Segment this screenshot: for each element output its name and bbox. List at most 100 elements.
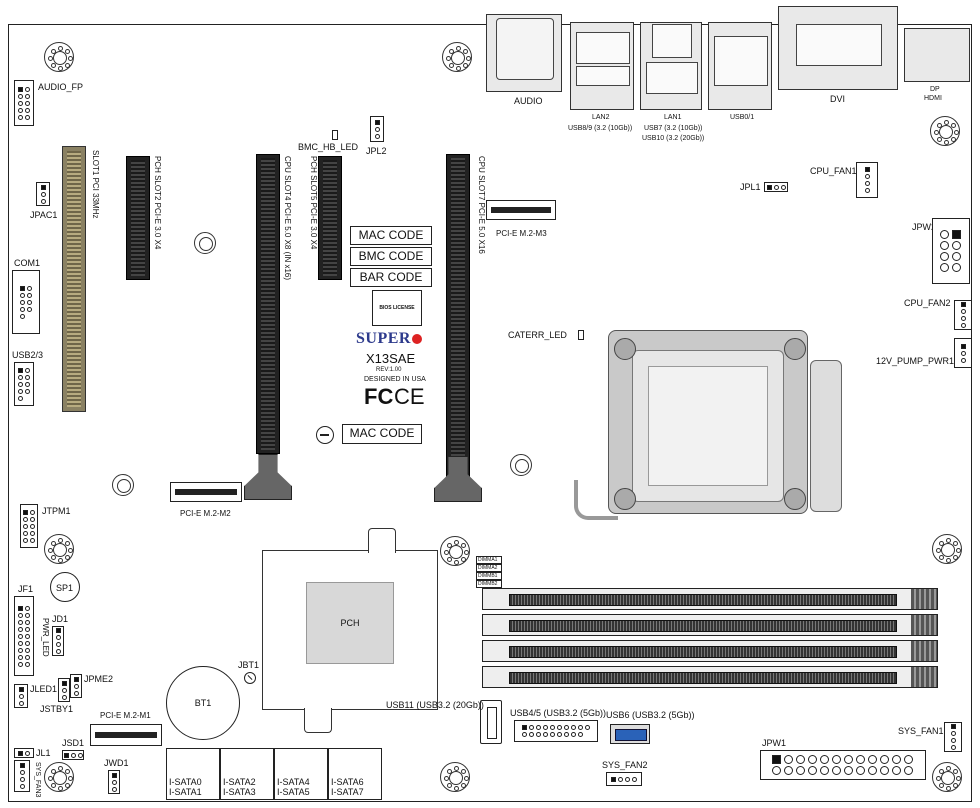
- jstby1-header: [58, 678, 70, 702]
- jl1-header: [14, 748, 34, 758]
- sata-label-a: I-SATA6: [331, 777, 364, 787]
- mounting-hole-dot: [953, 783, 959, 789]
- model-label: X13SAE: [366, 351, 416, 366]
- cpu-fan2-label: CPU_FAN2: [904, 298, 951, 308]
- jwd1-label: JWD1: [104, 758, 129, 768]
- dimm-slot-b2: [482, 666, 938, 688]
- mounting-hole-dot: [65, 768, 71, 774]
- jwd1-jumper: [108, 770, 120, 794]
- pcie-slot5: [318, 156, 342, 280]
- jpl1-jumper: [764, 182, 788, 192]
- jtpm1-header: [20, 504, 38, 548]
- lan1-usb7-label: USB7 (3.2 (10Gb)): [644, 125, 703, 132]
- mounting-hole: [932, 762, 962, 792]
- mounting-hole-dot: [936, 137, 942, 143]
- mounting-hole-dot: [946, 558, 951, 563]
- usb45-header: [514, 720, 598, 742]
- m2-m2-label: PCI-E M.2-M2: [180, 509, 231, 518]
- standoff-ring: [112, 474, 134, 496]
- jstby1-label: JSTBY1: [40, 704, 74, 714]
- mounting-hole-dot: [50, 783, 56, 789]
- mounting-hole-dot: [58, 558, 63, 563]
- ce-mark: CE: [394, 384, 425, 409]
- dvi-connector: [796, 24, 882, 66]
- pci-slot1: [62, 146, 86, 412]
- usb89-jack: [576, 66, 630, 86]
- jpac1-jumper: [36, 182, 50, 206]
- dimm-slot-a1: [482, 588, 938, 610]
- jtpm1-label: JTPM1: [42, 506, 71, 516]
- mounting-hole-dot: [50, 555, 56, 561]
- dimm-label: DIMMA1: [476, 556, 502, 564]
- standoff-ring: [194, 232, 216, 254]
- mounting-hole: [442, 42, 472, 72]
- mounting-hole-dot: [946, 766, 951, 771]
- jd1-label: JD1: [52, 614, 69, 624]
- mounting-hole-dot: [446, 56, 451, 61]
- jpl2-jumper: [370, 116, 384, 142]
- usb11-label: USB11 (USB3.2 (20Gb)): [386, 700, 484, 710]
- mac-code-box-2: MAC CODE: [342, 424, 422, 444]
- slot2-label: PCH SLOT2 PCI-E 3.0 X4: [153, 156, 162, 250]
- mounting-hole-dot: [461, 768, 467, 774]
- mounting-hole-dot: [58, 766, 63, 771]
- usb-c-jack: [652, 24, 692, 58]
- slot5-label: PCH SLOT5 PCI-E 3.0 X4: [309, 156, 318, 250]
- standoff-ring: [510, 454, 532, 476]
- mounting-hole-dot: [48, 776, 53, 781]
- mounting-hole-dot: [58, 46, 63, 51]
- usb01-jack: [714, 36, 768, 86]
- lan1-label: LAN1: [664, 114, 682, 121]
- mounting-hole-dot: [466, 56, 471, 61]
- jbt1-jumper: [244, 672, 256, 684]
- mounting-hole: [930, 116, 960, 146]
- jpw2-label: JPW2: [912, 222, 937, 232]
- ground-symbol-icon: [316, 426, 334, 444]
- audio-fp-header: [14, 80, 34, 126]
- lan1-usb10-label: USB10 (3.2 (20Gb)): [642, 135, 705, 142]
- pch-label: PCH: [340, 618, 360, 628]
- mounting-hole-dot: [956, 776, 961, 781]
- mounting-hole-dot: [951, 122, 957, 128]
- sata-port-2-3: I-SATA2 I-SATA3: [220, 748, 274, 800]
- mounting-hole-dot: [446, 768, 452, 774]
- mounting-hole-dot: [938, 555, 944, 561]
- dimm-label-stack: DIMMA1 DIMMA2 DIMMB1 DIMMB2: [476, 556, 502, 588]
- usb6-label: USB6 (USB3.2 (5Gb)): [606, 710, 695, 720]
- sata-label-b: I-SATA7: [331, 787, 364, 797]
- designed-label: DESIGNED IN USA: [364, 376, 426, 383]
- m2-m3-label: PCI-E M.2-M3: [496, 229, 547, 238]
- mounting-hole-dot: [446, 557, 452, 563]
- jf1-label: JF1: [18, 584, 34, 594]
- pch-heatsink-tab-top: [368, 528, 396, 553]
- bios-license-text: BIOS LICENSE: [379, 305, 415, 311]
- dvi-label: DVI: [830, 94, 846, 104]
- mounting-hole-dot: [956, 548, 961, 553]
- mounting-hole-dot: [944, 120, 949, 125]
- jpl1-label: JPL1: [740, 182, 761, 192]
- dp-hdmi-port: [904, 28, 970, 82]
- dimm-label: DIMMA2: [476, 564, 502, 572]
- mounting-hole-dot: [50, 768, 56, 774]
- mounting-hole-dot: [938, 783, 944, 789]
- sata-label-a: I-SATA4: [277, 777, 310, 787]
- jpl2-label: JPL2: [366, 146, 387, 156]
- bmc-hb-led: [332, 130, 338, 140]
- mounting-hole-dot: [58, 786, 63, 791]
- com1-header: [12, 270, 40, 334]
- slot7-label: CPU SLOT7 PCI-E 5.0 X16: [477, 156, 486, 254]
- dimm-slot-b1: [482, 640, 938, 662]
- sys-fan2-label: SYS_FAN2: [602, 760, 648, 770]
- mounting-hole-dot: [65, 783, 71, 789]
- mounting-hole-dot: [936, 776, 941, 781]
- m2-m2-slot: [170, 482, 242, 502]
- dimm-label: DIMMB1: [476, 572, 502, 580]
- sys-fan2-header: [606, 772, 642, 786]
- mounting-hole-dot: [936, 122, 942, 128]
- bt1-label: BT1: [194, 698, 212, 708]
- mounting-hole-dot: [65, 540, 71, 546]
- pch-chip: PCH: [306, 582, 394, 664]
- jd1-header: [52, 626, 64, 656]
- mounting-hole: [44, 42, 74, 72]
